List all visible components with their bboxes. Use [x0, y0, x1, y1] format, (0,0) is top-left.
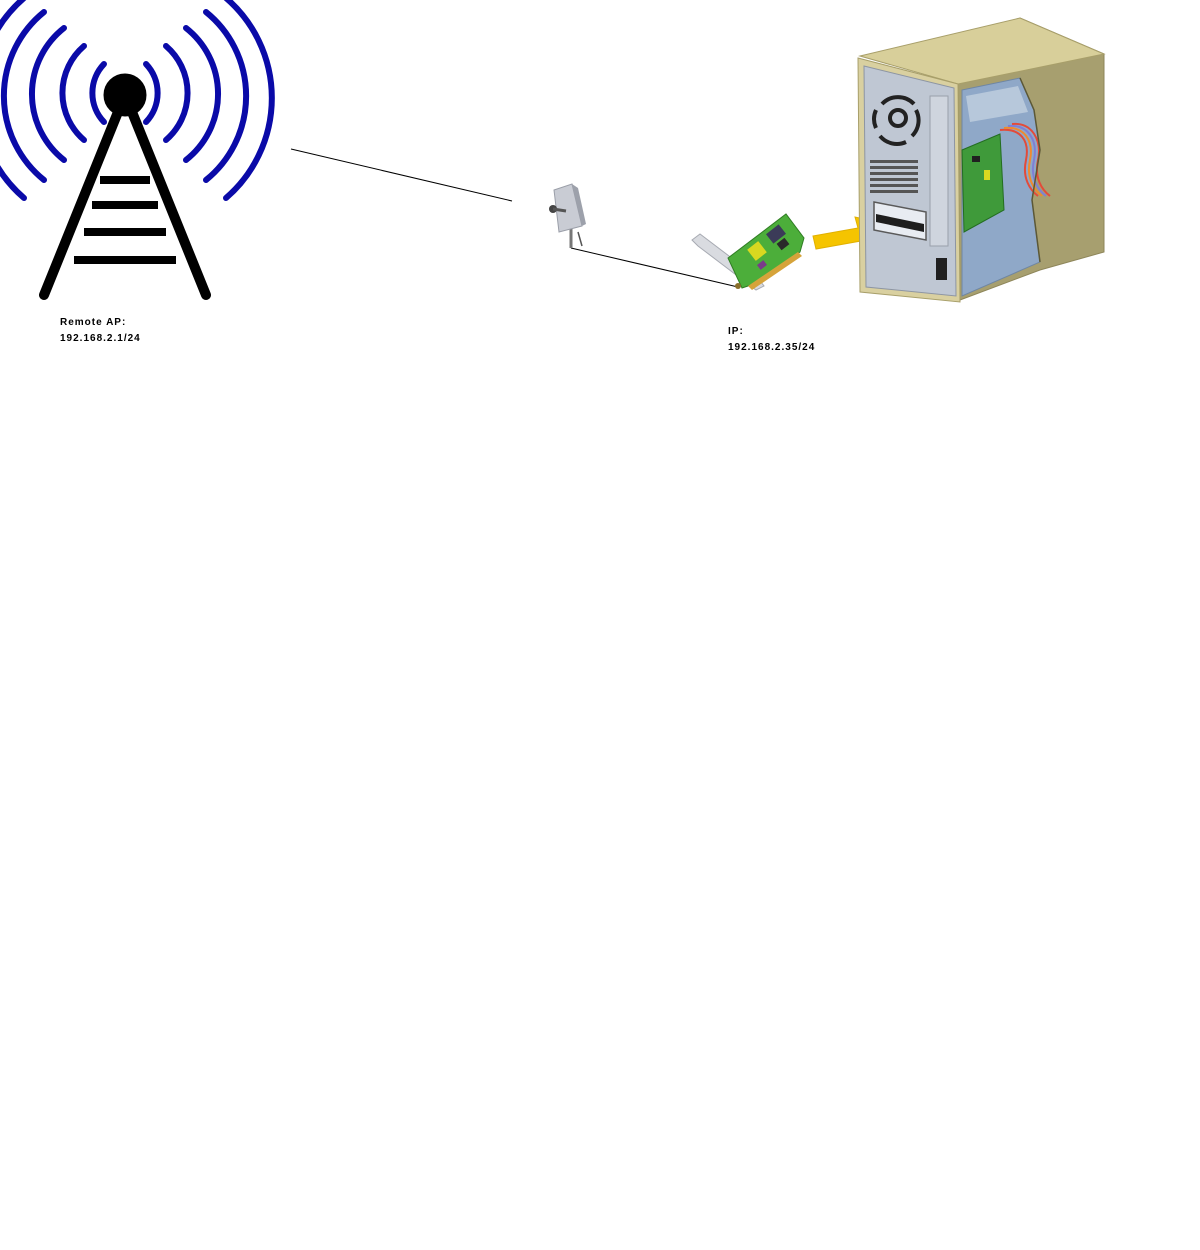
vent-holes	[870, 160, 918, 193]
client-ip-label-title: IP:	[728, 326, 744, 337]
tower-structure	[39, 73, 211, 300]
wireless-pci-card-icon	[691, 213, 805, 291]
radio-tower-icon	[0, 0, 275, 300]
fan-grill	[872, 95, 921, 146]
wireless-link	[290, 148, 513, 202]
client-ip-label: IP: 192.168.2.35/24	[728, 324, 815, 356]
signal-waves	[0, 0, 275, 201]
remote-ap-label: Remote AP: 192.168.2.1/24	[60, 315, 141, 347]
antenna-cable	[570, 247, 739, 288]
client-ip-address: 192.168.2.35/24	[728, 342, 816, 353]
panel-antenna-icon	[549, 183, 586, 248]
remote-ap-ip-address: 192.168.2.1/24	[60, 333, 141, 344]
remote-ap-label-title: Remote AP:	[60, 317, 127, 328]
computer-tower-icon	[857, 17, 1106, 303]
